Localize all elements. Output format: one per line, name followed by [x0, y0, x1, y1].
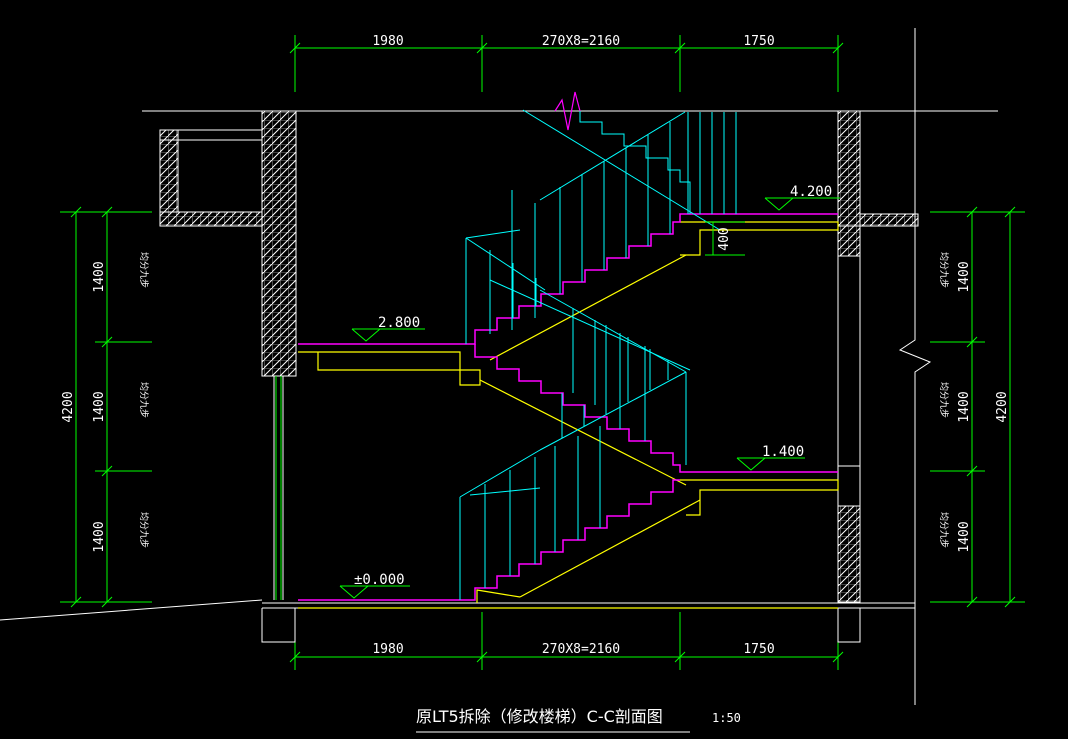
stair-flight-top — [579, 111, 691, 214]
left-note-2: 均分九步 — [138, 382, 150, 418]
break-symbol — [554, 91, 581, 131]
level-1400: 1.400 — [762, 444, 804, 460]
top-dim-1: 1980 — [372, 34, 403, 49]
right-note-2: 均分九步 — [938, 382, 950, 418]
bottom-dim-1: 1980 — [372, 642, 403, 657]
right-note-1: 均分九步 — [938, 252, 950, 288]
riser-dim: 400 — [717, 227, 732, 250]
stair-flight-middle — [474, 344, 838, 473]
left-dim-seg-1: 1400 — [92, 261, 107, 292]
window-opening — [275, 376, 282, 600]
top-dim-3: 1750 — [743, 34, 774, 49]
bottom-dimension-line — [289, 612, 844, 670]
stair-flight-upper — [298, 213, 838, 345]
bottom-dim-3: 1750 — [743, 642, 774, 657]
level-0000: ±0.000 — [354, 572, 405, 588]
level-4200: 4.200 — [790, 184, 832, 200]
bottom-dim-2: 270X8=2160 — [542, 642, 620, 657]
right-dimension-lines — [930, 206, 1025, 608]
right-note-3: 均分九步 — [938, 512, 950, 548]
handrails — [459, 109, 737, 600]
slabs — [298, 221, 839, 609]
structure-walls — [0, 28, 998, 705]
left-dimension-lines — [60, 206, 152, 608]
level-2800: 2.800 — [378, 315, 420, 331]
right-dim-seg-3: 1400 — [957, 521, 972, 552]
right-dim-seg-1: 1400 — [957, 261, 972, 292]
left-dim-seg-3: 1400 — [92, 521, 107, 552]
right-dim-seg-2: 1400 — [957, 391, 972, 422]
left-note-1: 均分九步 — [138, 252, 150, 288]
left-dim-seg-2: 1400 — [92, 391, 107, 422]
stair-flight-lower — [298, 479, 680, 601]
right-dim-total: 4200 — [995, 391, 1010, 422]
drawing-scale: 1:50 — [712, 711, 741, 725]
top-dim-2: 270X8=2160 — [542, 34, 620, 49]
drawing-title: 原LT5拆除（修改楼梯）C-C剖面图 — [416, 707, 663, 726]
left-note-3: 均分九步 — [138, 512, 150, 548]
level-markers — [339, 197, 840, 599]
top-dimension-line — [289, 35, 844, 92]
left-dim-total: 4200 — [61, 391, 76, 422]
